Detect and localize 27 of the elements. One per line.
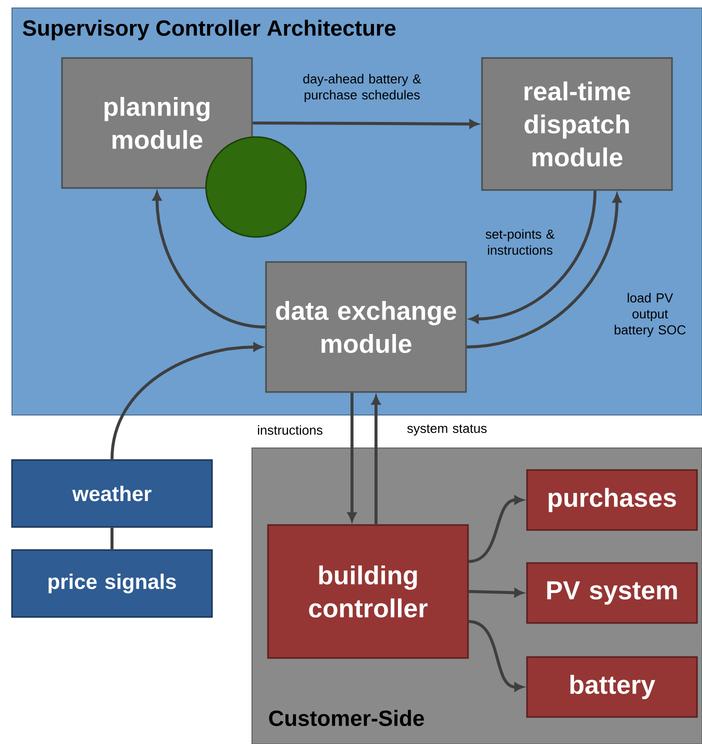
panel-title: Customer-Side xyxy=(269,710,424,726)
edge-label: instructions xyxy=(258,425,322,435)
arrow xyxy=(468,588,524,598)
device-box: battery xyxy=(526,656,698,718)
arrow xyxy=(348,392,356,522)
arrow xyxy=(110,342,262,460)
arrow xyxy=(470,190,596,324)
device-box: PV system xyxy=(526,562,698,624)
edge-label: set-points & instructions xyxy=(486,229,554,255)
device-box: purchases xyxy=(526,469,698,531)
edge-label: load PV output battery SOC xyxy=(614,292,686,338)
module-box: data exchange module xyxy=(265,261,467,393)
arrow xyxy=(468,620,524,692)
edge-label: day-ahead battery & purchase schedules xyxy=(303,74,422,102)
module-box: planning module xyxy=(61,57,253,189)
circle xyxy=(205,136,307,238)
arrow xyxy=(252,120,478,128)
module-box: real-time dispatch module xyxy=(481,57,673,191)
device-box: building controller xyxy=(267,524,469,659)
edge-label: system status xyxy=(407,424,487,436)
input-box: weather xyxy=(11,459,213,528)
panel-title: Supervisory Controller Architecture xyxy=(22,20,396,40)
input-box: price signals xyxy=(11,549,213,618)
arrow xyxy=(152,192,266,328)
arrow xyxy=(466,194,622,348)
arrow xyxy=(372,396,380,524)
arrow xyxy=(468,496,524,563)
